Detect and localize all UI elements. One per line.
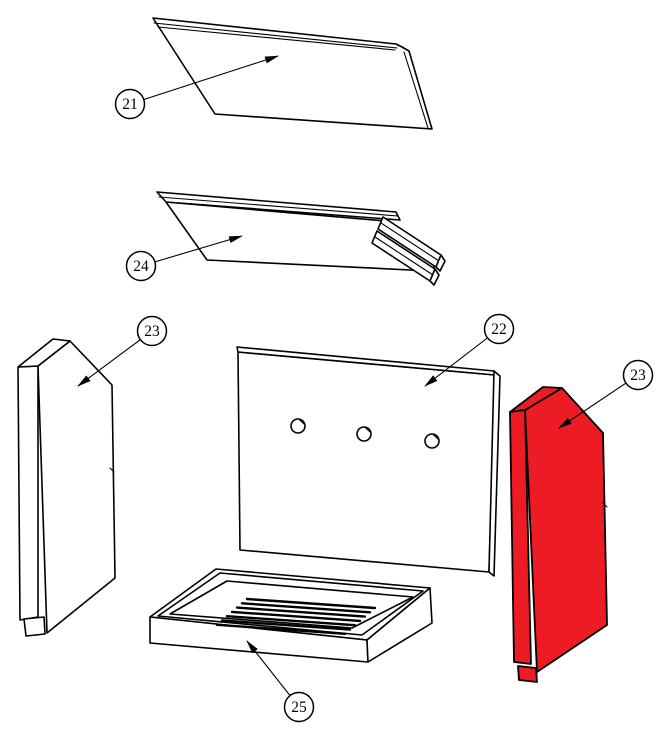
top-plate-hem-line-1 — [153, 22, 398, 49]
callout-bubble — [114, 88, 146, 120]
tray-right-face — [366, 587, 433, 663]
side-panel-right-foot-tab — [517, 665, 538, 683]
side-panel-right-main-face — [524, 387, 608, 673]
grate-slot — [240, 602, 372, 614]
top-plate-right-hem-line — [403, 51, 429, 129]
back-panel-hole-3 — [424, 433, 440, 449]
callouts: 21 24 23 22 23 25 — [77, 55, 654, 723]
baffle-rail-upper-endcap — [435, 254, 446, 272]
back-panel-hole-2 — [356, 426, 372, 442]
baffle-rail-upper-inner-line — [380, 222, 440, 262]
side-panel-left-edge-face — [17, 365, 39, 621]
hole-chamfer-notch — [364, 427, 372, 434]
back-panel-main-face — [237, 351, 496, 573]
top-plate-hem-line-2 — [157, 26, 396, 51]
side-panel-left-top-face — [17, 338, 71, 368]
leader-line — [140, 235, 243, 267]
side-panel-right-notch-tick — [602, 502, 608, 508]
grate-slot — [245, 597, 377, 610]
part-side-panel-right-highlighted — [509, 386, 608, 683]
callout-21: 21 — [114, 55, 279, 120]
callout-bubble — [283, 691, 315, 723]
part-base-grate-tray — [149, 568, 433, 663]
callout-bubble — [136, 315, 168, 347]
callout-number: 23 — [144, 323, 160, 340]
callout-bubble — [125, 250, 157, 282]
baffle-rail-lower-inner-line — [374, 236, 434, 276]
side-panel-left-main-face — [37, 340, 116, 634]
callout-22: 22 — [424, 313, 515, 387]
callout-number: 23 — [630, 367, 646, 384]
leader-line — [129, 55, 279, 105]
grate-slot — [230, 610, 362, 623]
grate-slot — [220, 619, 352, 631]
side-panel-left-notch-tick — [109, 467, 115, 473]
part-side-panel-left — [17, 338, 116, 637]
part-baffle-plate — [156, 191, 446, 286]
leader-line — [424, 328, 500, 387]
grate-slot — [235, 606, 367, 618]
callout-number: 22 — [491, 321, 507, 338]
side-panel-left-foot-tab — [23, 616, 46, 637]
tray-grate-slots — [215, 597, 377, 635]
callout-number: 25 — [291, 699, 307, 716]
part-back-panel — [236, 346, 501, 577]
callout-23-right: 23 — [558, 359, 654, 429]
callout-24: 24 — [125, 235, 243, 282]
baffle-rail-lower-endcap — [429, 268, 440, 286]
callout-23-left: 23 — [77, 315, 168, 387]
callout-number: 24 — [133, 258, 149, 275]
hole-circle — [424, 433, 440, 449]
grate-slot — [215, 623, 347, 635]
callout-25: 25 — [246, 640, 315, 723]
baffle-top-strip-inner-line — [158, 196, 399, 217]
hole-chamfer-notch — [432, 434, 440, 441]
part-top-plate — [152, 17, 433, 130]
callout-number: 21 — [122, 96, 138, 113]
grate-slot — [225, 615, 357, 627]
callout-bubble — [622, 359, 654, 391]
hole-circle — [356, 426, 372, 442]
top-plate-main-face — [152, 17, 433, 130]
back-panel-hole-1 — [290, 418, 306, 434]
leader-line — [558, 374, 639, 429]
side-panel-right-edge-face — [509, 409, 532, 665]
callout-bubble — [483, 313, 515, 345]
back-panel-right-edge-face — [488, 370, 501, 577]
hole-chamfer-notch — [298, 419, 306, 426]
leader-line — [77, 330, 153, 387]
hole-circle — [290, 418, 306, 434]
